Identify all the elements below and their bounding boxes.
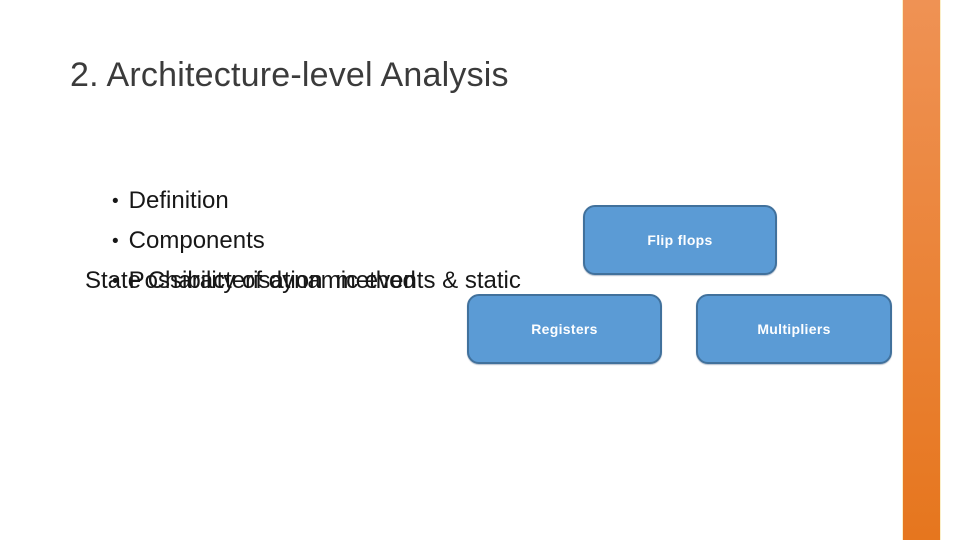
bullet-continuation-text: State Characterisation method bbox=[85, 267, 416, 294]
bullet-list: • Definition • Components • Possibility of … bbox=[70, 141, 521, 301]
diagram-box-registers: Registers bbox=[467, 294, 662, 364]
bullet-text: Possibility of dynamic events & static bbox=[128, 267, 521, 294]
bullet-item: • Possibility of dynamic events & static bbox=[70, 221, 521, 294]
bullet-marker-icon: • bbox=[112, 191, 119, 212]
bullet-text: Components bbox=[128, 227, 265, 254]
bullet-item: • Components bbox=[70, 181, 521, 254]
bullet-marker-icon: • bbox=[112, 271, 119, 292]
diagram-box-multipliers: Multipliers bbox=[696, 294, 892, 364]
accent-bar bbox=[902, 0, 941, 540]
diagram-box-label: Multipliers bbox=[757, 321, 831, 337]
bullet-item: • Definition bbox=[70, 141, 521, 214]
diagram-box-flip-flops: Flip flops bbox=[583, 205, 777, 275]
bullet-marker-icon: • bbox=[112, 231, 119, 252]
diagram-box-label: Registers bbox=[531, 321, 598, 337]
bullet-text: Definition bbox=[128, 187, 229, 214]
diagram-box-label: Flip flops bbox=[647, 232, 713, 248]
slide-title: 2. Architecture-level Analysis bbox=[70, 56, 509, 94]
